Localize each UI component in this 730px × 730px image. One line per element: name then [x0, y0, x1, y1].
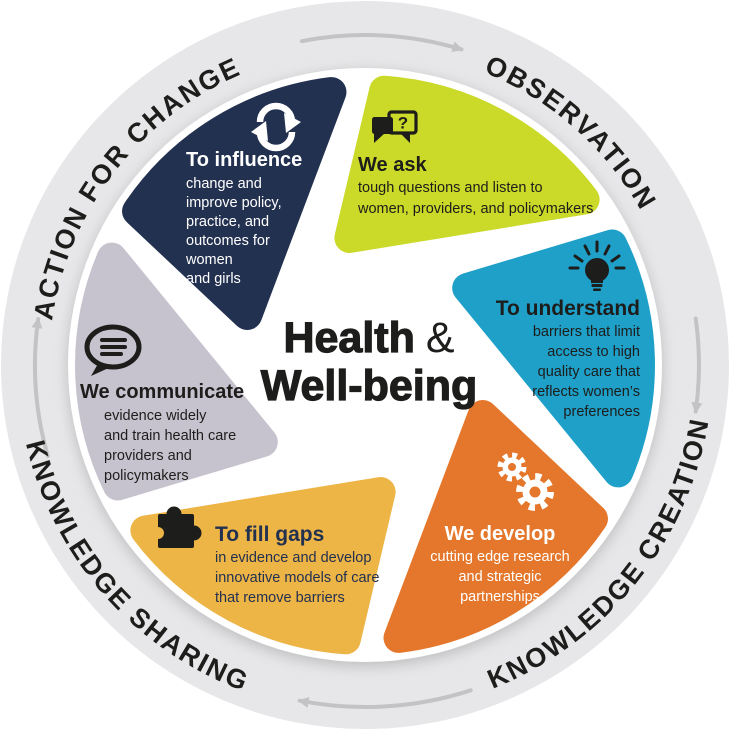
petal-we-communicate — [75, 242, 278, 501]
cycle-arrows — [31, 33, 703, 709]
segment-to-influence: To influence change and improve policy, … — [185, 102, 302, 287]
we-develop-body-line: cutting edge research — [430, 549, 569, 565]
center-title-line2: Well-being — [261, 362, 478, 410]
segment-to-fill-gaps: To fill gaps in evidence and develop inn… — [152, 506, 379, 606]
arrow-left-clockwise-icon — [31, 317, 50, 458]
petals — [75, 75, 655, 655]
we-ask-heading: We ask — [358, 154, 427, 176]
we-communicate-body-line: and train health care — [104, 428, 236, 444]
to-influence-body-line: practice, and — [186, 214, 269, 230]
to-influence-body-line: change and — [186, 176, 262, 192]
we-communicate-heading: We communicate — [80, 381, 244, 403]
arrow-right-clockwise-icon — [691, 316, 703, 414]
we-communicate-body-line: evidence widely — [104, 408, 207, 424]
to-fill-gaps-body-line: in evidence and develop — [215, 550, 371, 566]
to-understand-body-line: reflects women’s — [532, 384, 640, 400]
center-title: Health& Well-being — [260, 313, 478, 410]
we-ask-body-line: tough questions and listen to — [358, 180, 543, 196]
to-influence-body-line: improve policy, — [186, 195, 282, 211]
we-communicate-body-line: policymakers — [104, 468, 189, 484]
gears-icon — [497, 452, 554, 511]
we-ask-body-line: women, providers, and policymakers — [357, 201, 593, 217]
to-fill-gaps-body-line: innovative models of care — [215, 570, 379, 586]
to-influence-heading: To influence — [186, 149, 302, 171]
segment-to-understand: To understand barriers that limit access… — [496, 240, 640, 420]
title-health: Health — [283, 314, 414, 362]
to-understand-body-line: preferences — [563, 404, 640, 420]
to-understand-body-line: quality care that — [538, 364, 640, 380]
we-communicate-body-line: providers and — [104, 448, 192, 464]
lightbulb-icon — [568, 240, 626, 291]
center-title-line1: Health& — [283, 314, 454, 362]
to-influence-body-line: outcomes for — [186, 233, 270, 249]
to-fill-gaps-body-line: that remove barriers — [215, 590, 345, 606]
puzzle-icon — [152, 506, 202, 548]
arrow-top-clockwise-icon — [300, 33, 464, 53]
arrow-bottom-clockwise-icon — [297, 688, 473, 709]
to-understand-heading: To understand — [496, 297, 640, 320]
to-understand-body-line: access to high — [547, 344, 640, 360]
question-glyph: ? — [398, 114, 408, 133]
to-fill-gaps-heading: To fill gaps — [215, 523, 324, 546]
petal-to-understand — [452, 229, 655, 488]
to-understand-body-line: barriers that limit — [533, 324, 640, 340]
segment-we-develop: We develop cutting edge research and str… — [430, 452, 570, 605]
cycle-icon — [251, 102, 301, 152]
petal-we-develop — [383, 399, 608, 653]
we-develop-body-line: and strategic — [458, 569, 541, 585]
petal-we-ask — [334, 75, 600, 253]
title-ampersand: & — [426, 314, 455, 362]
segment-we-ask: ? We ask tough questions and listen to w… — [357, 110, 593, 217]
to-influence-body-line: women — [185, 252, 233, 268]
speech-bubble-icon — [84, 324, 142, 376]
chat-question-icon: ? — [372, 110, 418, 143]
we-develop-body-line: partnerships — [460, 589, 540, 605]
to-influence-body-line: and girls — [186, 271, 241, 287]
segment-we-communicate: We communicate evidence widely and train… — [80, 324, 244, 484]
we-develop-heading: We develop — [445, 523, 556, 545]
